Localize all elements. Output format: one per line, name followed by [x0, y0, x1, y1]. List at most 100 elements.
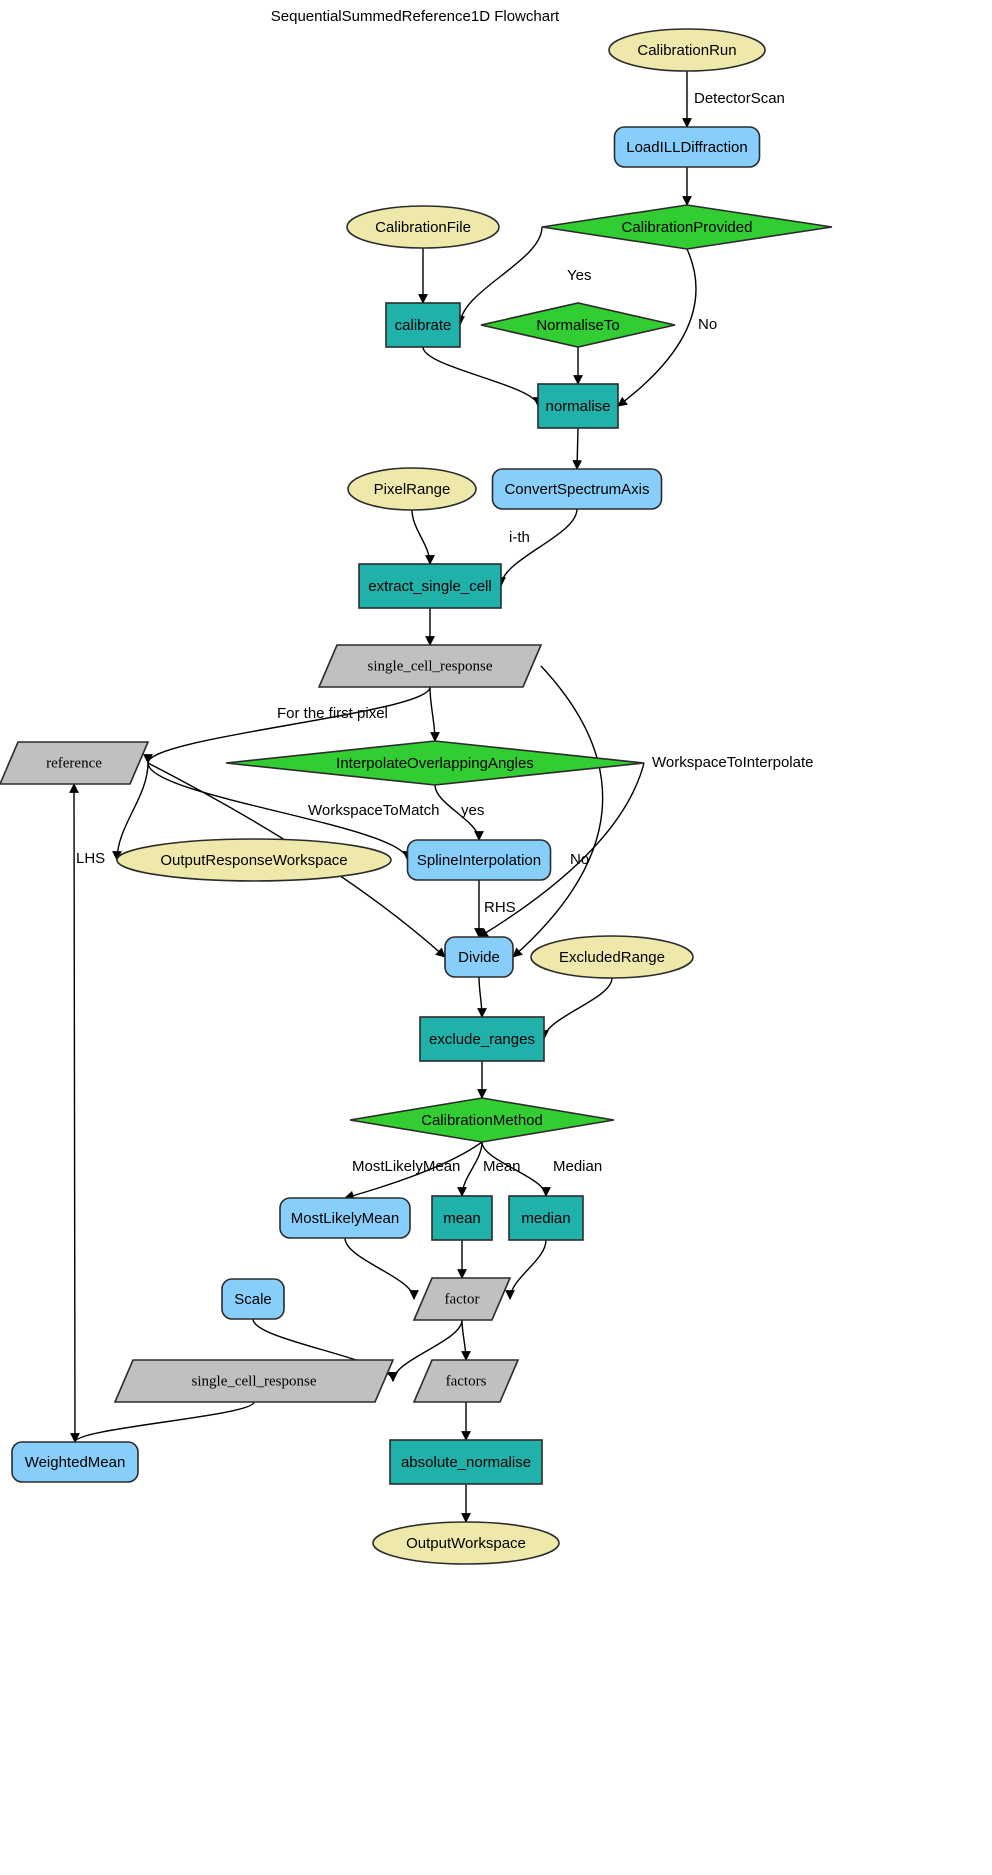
node-label: factors	[446, 1373, 487, 1389]
node-ConvertSpectrumAxis[interactable]: ConvertSpectrumAxis	[491, 468, 663, 510]
parallelogram-shape	[317, 644, 543, 688]
node-single_cell_response_1[interactable]: single_cell_response	[317, 644, 543, 688]
node-label: single_cell_response	[192, 1373, 317, 1389]
edge-single_cell_response_1-to-InterpolateOverlappingAngles	[429, 686, 440, 742]
edge-label: LHS	[76, 850, 105, 867]
node-CalibrationMethod[interactable]: CalibrationMethod	[349, 1097, 615, 1143]
node-mean[interactable]: mean	[431, 1195, 493, 1241]
edge-label: Mean	[483, 1158, 521, 1175]
node-label: LoadILLDiffraction	[626, 139, 747, 156]
node-WeightedMean[interactable]: WeightedMean	[11, 1441, 139, 1483]
parallelogram-shape	[0, 741, 150, 785]
node-CalibrationFile[interactable]: CalibrationFile	[346, 205, 500, 249]
edge-label: No	[570, 851, 589, 868]
node-label: CalibrationRun	[637, 42, 736, 59]
edge-factor-to-single_cell_response_2	[388, 1319, 463, 1382]
node-PixelRange[interactable]: PixelRange	[347, 467, 477, 511]
ellipse-shape	[372, 1521, 560, 1565]
node-extract_single_cell[interactable]: extract_single_cell	[358, 563, 502, 609]
node-label: WeightedMean	[25, 1454, 126, 1471]
node-factors[interactable]: factors	[412, 1359, 520, 1403]
page-title: SequentialSummedReference1D Flowchart	[271, 8, 560, 25]
edge-label: No	[698, 316, 717, 333]
node-exclude_ranges[interactable]: exclude_ranges	[419, 1016, 545, 1062]
edge-PixelRange-to-extract_single_cell	[411, 509, 435, 565]
rounded-shape	[491, 468, 663, 510]
edge-InterpolateOverlappingAngles-to-SplineInterpolation	[434, 784, 484, 841]
edge-ConvertSpectrumAxis-to-extract_single_cell	[496, 508, 578, 587]
node-label: CalibrationMethod	[421, 1112, 543, 1129]
node-absolute_normalise[interactable]: absolute_normalise	[389, 1439, 543, 1485]
node-label: normalise	[545, 398, 610, 415]
edge-label: RHS	[484, 899, 516, 916]
node-Scale[interactable]: Scale	[221, 1278, 285, 1320]
edge-normalise-to-ConvertSpectrumAxis	[572, 427, 583, 470]
rounded-shape	[11, 1441, 139, 1483]
node-label: OutputResponseWorkspace	[160, 852, 347, 869]
edge-CalibrationMethod-to-median	[481, 1141, 551, 1197]
edge-label: WorkspaceToMatch	[308, 802, 439, 819]
ellipse-shape	[346, 205, 500, 249]
rounded-shape	[221, 1278, 285, 1320]
edge-InterpolateOverlappingAngles-to-Divide	[478, 762, 645, 938]
node-label: factor	[445, 1291, 480, 1307]
node-factor[interactable]: factor	[412, 1277, 512, 1321]
node-label: median	[521, 1210, 570, 1227]
ellipse-shape	[347, 467, 477, 511]
node-LoadILLDiffraction[interactable]: LoadILLDiffraction	[613, 126, 761, 168]
node-label: PixelRange	[374, 481, 451, 498]
box-shape	[508, 1195, 584, 1241]
node-reference[interactable]: reference	[0, 741, 150, 785]
node-label: CalibrationProvided	[622, 219, 753, 236]
node-label: absolute_normalise	[401, 1454, 531, 1471]
node-label: CalibrationFile	[375, 219, 471, 236]
node-InterpolateOverlappingAngles[interactable]: InterpolateOverlappingAngles	[225, 740, 645, 786]
rounded-shape	[406, 839, 552, 881]
edge-label: For the first pixel	[277, 705, 388, 722]
diamond-shape	[541, 204, 833, 250]
node-label: NormaliseTo	[536, 317, 619, 334]
edge-MostLikelyMean-to-factor	[344, 1237, 419, 1300]
node-ExcludedRange[interactable]: ExcludedRange	[530, 935, 694, 979]
edge-reference-to-SplineInterpolation	[147, 762, 413, 861]
node-MostLikelyMean[interactable]: MostLikelyMean	[279, 1197, 411, 1239]
ellipse-shape	[608, 28, 766, 72]
parallelogram-shape	[412, 1277, 512, 1321]
edge-CalibrationProvided-to-normalise	[617, 248, 697, 407]
node-label: InterpolateOverlappingAngles	[336, 755, 534, 772]
node-label: mean	[443, 1210, 481, 1227]
node-label: extract_single_cell	[368, 578, 491, 595]
node-Divide[interactable]: Divide	[444, 936, 514, 978]
ellipse-shape	[116, 838, 392, 882]
box-shape	[358, 563, 502, 609]
edge-WeightedMean-to-reference	[69, 783, 79, 1443]
node-SplineInterpolation[interactable]: SplineInterpolation	[406, 839, 552, 881]
node-CalibrationProvided[interactable]: CalibrationProvided	[541, 204, 833, 250]
diamond-shape	[225, 740, 645, 786]
node-label: Scale	[234, 1291, 272, 1308]
edge-reference-to-OutputResponseWorkspace	[112, 762, 149, 861]
node-OutputWorkspace[interactable]: OutputWorkspace	[372, 1521, 560, 1565]
node-single_cell_response_2[interactable]: single_cell_response	[113, 1359, 395, 1403]
node-calibrate[interactable]: calibrate	[385, 302, 461, 348]
node-OutputResponseWorkspace[interactable]: OutputResponseWorkspace	[116, 838, 392, 882]
node-label: single_cell_response	[368, 658, 493, 674]
edge-factor-to-factors	[461, 1319, 471, 1361]
edge-label: WorkspaceToInterpolate	[652, 754, 813, 771]
edge-CalibrationProvided-to-calibrate	[455, 226, 543, 326]
box-shape	[419, 1016, 545, 1062]
node-normalise[interactable]: normalise	[537, 383, 619, 429]
node-NormaliseTo[interactable]: NormaliseTo	[480, 302, 676, 348]
edge-single_cell_response_1-to-Divide	[512, 665, 604, 958]
edge-label: DetectorScan	[694, 90, 785, 107]
edge-label: Yes	[567, 267, 591, 284]
edge-median-to-factor	[505, 1239, 547, 1300]
node-median[interactable]: median	[508, 1195, 584, 1241]
node-label: MostLikelyMean	[291, 1210, 399, 1227]
edge-single_cell_response_2-to-WeightedMean	[70, 1401, 255, 1443]
node-CalibrationRun[interactable]: CalibrationRun	[608, 28, 766, 72]
nodes-layer: CalibrationRunLoadILLDiffractionCalibrat…	[0, 28, 833, 1565]
